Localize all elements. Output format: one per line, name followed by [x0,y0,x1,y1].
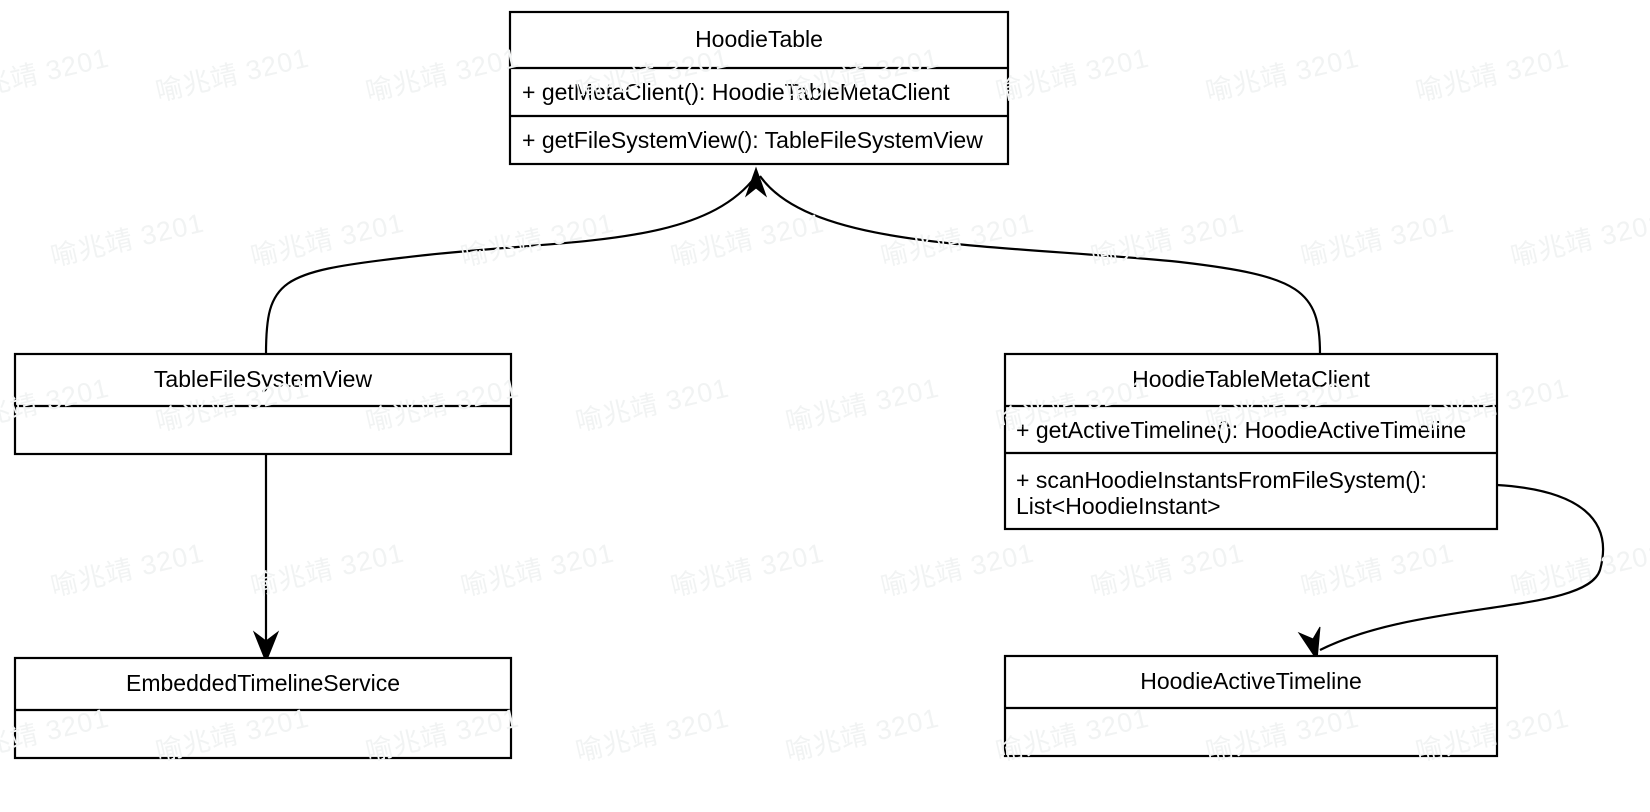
class-box-embedded-timeline-service[interactable]: EmbeddedTimelineService [13,656,513,760]
class-box-outline [1003,352,1499,531]
class-box-hoodie-table-meta-client[interactable]: HoodieTableMetaClient + getActiveTimelin… [1003,352,1499,531]
class-box-outline [13,352,513,456]
class-method-label: + getMetaClient(): HoodieTableMetaClient [522,79,950,105]
edge-layer [252,166,1605,664]
class-method-label: + scanHoodieInstantsFromFileSystem(): [1016,467,1427,493]
class-name-label: HoodieActiveTimeline [1140,668,1362,694]
class-name-label: HoodieTableMetaClient [1132,366,1370,392]
class-name-label: HoodieTable [695,26,823,52]
arrow-head-down [252,630,280,664]
edge-path [264,175,757,355]
class-method-label: + getFileSystemView(): TableFileSystemVi… [522,127,983,153]
arrow-head-up [744,166,768,198]
edge-hoodietablemetaclient-to-hoodietable [759,175,1322,355]
edge-hoodietablemetaclient-to-hoodieactivetimeline [1297,483,1605,662]
edge-tablefilesystemview-to-hoodietable [264,166,768,355]
edge-path [759,175,1322,355]
class-name-label: TableFileSystemView [154,366,373,392]
edge-path [1319,483,1605,651]
class-box-hoodie-active-timeline[interactable]: HoodieActiveTimeline [1003,654,1499,758]
class-method-label: + getActiveTimeline(): HoodieActiveTimel… [1016,417,1466,443]
class-method-label-wrap: List<HoodieInstant> [1016,493,1221,519]
class-name-label: EmbeddedTimelineService [126,670,400,696]
class-box-outline [1003,654,1499,758]
arrow-head-down [1297,626,1321,662]
class-box-hoodie-table[interactable]: HoodieTable + getMetaClient(): HoodieTab… [508,10,1010,166]
class-box-table-file-system-view[interactable]: TableFileSystemView [13,352,513,456]
class-box-outline [13,656,513,760]
edge-tablefilesystemview-to-embeddedtimelineservice [252,454,280,664]
class-box-outline [508,10,1010,166]
